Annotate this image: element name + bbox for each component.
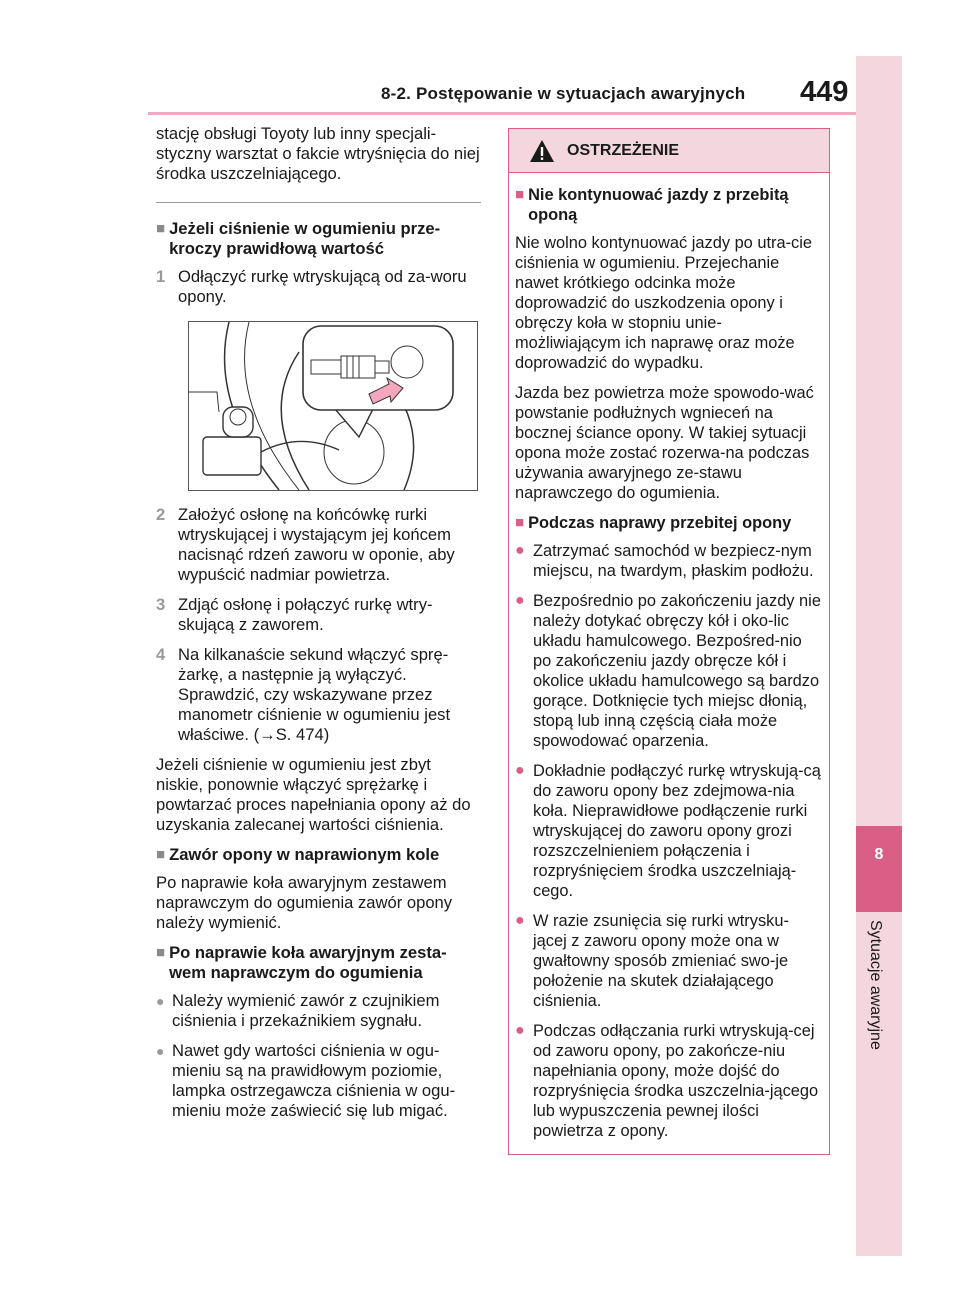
page-number: 449 xyxy=(800,76,849,108)
step-text: Zdjąć osłonę i połączyć rurkę wtry-skują… xyxy=(178,595,433,634)
warning-paragraph: Nie wolno kontynuować jazdy po utra-cie … xyxy=(515,234,813,372)
step-text: Na kilkanaście sekund włączyć sprę-żarkę… xyxy=(178,645,451,744)
warning-triangle-icon xyxy=(530,139,554,162)
warning-box: OSTRZEŻENIE ■ Nie kontynuować jazdy z pr… xyxy=(508,128,830,1155)
chapter-label: Sytuacje awaryjne xyxy=(867,920,884,1050)
round-bullet-icon: ● xyxy=(515,912,525,929)
square-marker-icon: ■ xyxy=(156,944,166,961)
chapter-rail xyxy=(856,56,902,1256)
list-item: ● Bezpośrednio po zakończeniu jazdy nie … xyxy=(515,591,821,751)
heading-after-repair-text: Po naprawie koła awaryjnym zesta-wem nap… xyxy=(169,943,447,982)
list-item: ● Nawet gdy wartości ciśnienia w ogu-mie… xyxy=(156,1041,481,1121)
warning-body: ■ Nie kontynuować jazdy z przebitą oponą… xyxy=(509,173,829,1141)
valve-paragraph: Po naprawie koła awaryjnym zestawem napr… xyxy=(156,873,453,932)
warning-header: OSTRZEŻENIE xyxy=(509,129,829,173)
step-number: 4 xyxy=(156,645,166,664)
list-item: ● W razie zsunięcia się rurki wtrysku-ją… xyxy=(515,911,821,1011)
compressor-illustration xyxy=(188,321,478,491)
round-bullet-icon: ● xyxy=(515,542,525,559)
header-section-title: 8-2. Postępowanie w sytuacjach awaryjnyc… xyxy=(381,84,746,103)
left-column: stację obsługi Toyoty lub inny specjali-… xyxy=(156,124,481,1131)
heading-after-repair: ■ Po naprawie koła awaryjnym zesta-wem n… xyxy=(156,943,481,983)
list-item-text: Zatrzymać samochód w bezpiecz-nym miejsc… xyxy=(533,542,814,580)
list-item-text: Nawet gdy wartości ciśnienia w ogu-mieni… xyxy=(172,1041,456,1120)
step-1: 1 Odłączyć rurkę wtryskującą od za-woru … xyxy=(156,267,481,307)
step-number: 1 xyxy=(156,267,166,286)
list-item-text: W razie zsunięcia się rurki wtrysku-jące… xyxy=(533,912,789,1010)
refill-paragraph: Jeżeli ciśnienie w ogumieniu jest zbyt n… xyxy=(156,755,471,834)
list-item-text: Bezpośrednio po zakończeniu jazdy nie na… xyxy=(533,592,821,750)
list-item: ● Podczas odłączania rurki wtryskują-cej… xyxy=(515,1021,821,1141)
step-2: 2 Założyć osłonę na końcówkę rurki wtrys… xyxy=(156,505,481,585)
heading-valve: ■ Zawór opony w naprawionym kole xyxy=(156,845,481,865)
square-marker-icon: ■ xyxy=(156,846,166,863)
step-number: 2 xyxy=(156,505,166,524)
round-bullet-icon: ● xyxy=(515,1022,525,1039)
square-marker-icon: ■ xyxy=(156,220,166,237)
warning-heading-repair: ■ Podczas naprawy przebitej opony xyxy=(515,513,821,533)
list-item-text: Należy wymienić zawór z czujnikiem ciśni… xyxy=(172,991,440,1030)
tire-inflation-illustration-icon xyxy=(189,321,454,491)
intro-paragraph: stację obsługi Toyoty lub inny specjali-… xyxy=(156,124,480,183)
round-bullet-icon: ● xyxy=(156,993,165,1009)
chapter-number-tab: 8 xyxy=(856,826,902,912)
step-3: 3 Zdjąć osłonę i połączyć rurkę wtry-sku… xyxy=(156,595,481,635)
header-divider xyxy=(148,112,860,115)
round-bullet-icon: ● xyxy=(156,1043,165,1059)
warning-title: OSTRZEŻENIE xyxy=(567,141,680,159)
heading-overpressure-text: Jeżeli ciśnienie w ogumieniu prze-kroczy… xyxy=(169,219,441,258)
list-item: ● Należy wymienić zawór z czujnikiem ciś… xyxy=(156,991,481,1031)
step-text: Odłączyć rurkę wtryskującą od za-woru op… xyxy=(178,267,467,306)
round-bullet-icon: ● xyxy=(515,592,525,609)
round-bullet-icon: ● xyxy=(515,762,525,779)
heading-overpressure: ■ Jeżeli ciśnienie w ogumieniu prze-kroc… xyxy=(156,219,481,259)
square-marker-icon: ■ xyxy=(515,514,525,531)
heading-valve-text: Zawór opony w naprawionym kole xyxy=(169,845,440,864)
section-divider xyxy=(156,202,481,203)
step-number: 3 xyxy=(156,595,166,614)
step-text: Założyć osłonę na końcówkę rurki wtrysku… xyxy=(178,505,455,584)
list-item: ● Zatrzymać samochód w bezpiecz-nym miej… xyxy=(515,541,821,581)
list-item: ● Dokładnie podłączyć rurkę wtryskują-cą… xyxy=(515,761,821,901)
list-item-text: Podczas odłączania rurki wtryskują-cej o… xyxy=(533,1022,819,1140)
list-item-text: Dokładnie podłączyć rurkę wtryskują-cą d… xyxy=(533,762,821,900)
warning-heading-text: Nie kontynuować jazdy z przebitą oponą xyxy=(528,186,789,224)
warning-heading-text: Podczas naprawy przebitej opony xyxy=(528,514,792,532)
step-4: 4 Na kilkanaście sekund włączyć sprę-żar… xyxy=(156,645,481,745)
square-marker-icon: ■ xyxy=(515,186,525,203)
warning-heading-flat-tire: ■ Nie kontynuować jazdy z przebitą oponą xyxy=(515,185,821,225)
warning-paragraph: Jazda bez powietrza może spowodo-wać pow… xyxy=(515,384,814,502)
